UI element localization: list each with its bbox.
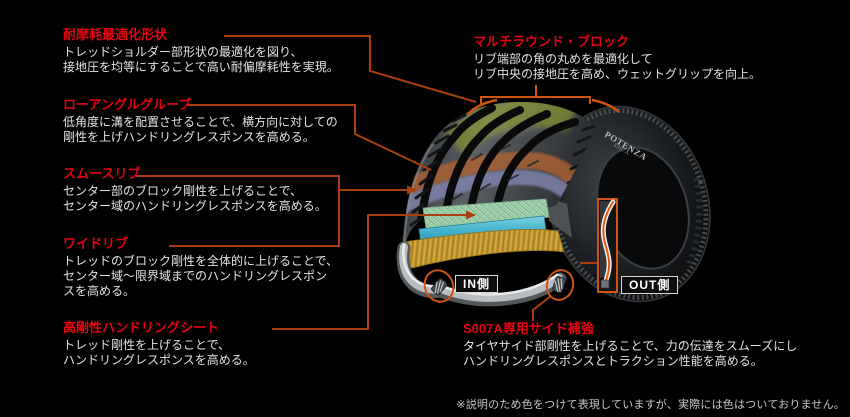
section-wide-rib: ワイドリブ トレッドのブロック剛性を全体的に上げることで、 センター域～限界域ま… [63,237,338,299]
section-line: ハンドリングレスポンスとトラクション性能を高める。 [463,354,763,368]
section-line: トレッドのブロック剛性を全体的に上げることで、 [63,254,339,268]
section-line: スを高める。 [63,284,136,298]
section-multi-round-block: マルチラウンド・ブロック リブ端部の角の丸めを最適化して リブ中央の接地圧を高め… [473,35,761,82]
section-line: タイヤサイド部剛性を上げることで、力の伝達をスムーズにし [463,339,798,353]
leader-line-smooth-wide-rib [136,175,340,247]
bead-left [431,278,448,296]
in-side-label: IN側 [455,275,499,293]
leader-line-wear-shape [224,35,477,103]
inner-liner [396,241,567,307]
sidewall-lettering-band [686,177,703,266]
sidewall-outer-edge [547,105,711,303]
bead-circle-right [545,269,575,301]
section-line: トレッド剛性を上げることで、 [63,338,231,352]
section-line: リブ端部の角の丸めを最適化して [473,52,653,66]
section-low-angle-groove: ローアングルグルーブ 低角度に溝を配置させることで、横方向に対しての 剛性を上げ… [63,98,338,145]
section-line: トレッドショルダー部形状の最適化を図り、 [63,45,303,59]
section-high-rigidity-handling-sheet: 高剛性ハンドリングシート トレッド剛性を上げることで、 ハンドリングレスポンスを… [63,321,255,368]
bead-circle-left [423,269,455,303]
section-s007a-side-reinforcement: S007A専用サイド補強 タイヤサイド部剛性を上げることで、力の伝達をスムーズに… [463,322,797,369]
section-line: ハンドリングレスポンスを高める。 [63,353,255,367]
leader-line-low-angle-groove [186,104,432,171]
out-side-label: OUT側 [621,276,679,294]
bead-right [552,275,567,294]
section-title: 高剛性ハンドリングシート [63,320,220,335]
shoulder-arc-left [467,98,498,115]
pointer-arrow-tread [407,185,417,195]
section-title: S007A専用サイド補強 [463,321,594,336]
section-title: 耐摩耗最適化形状 [63,27,168,42]
shoulder-arc-right [591,98,620,113]
section-line: センター域のハンドリングレスポンスを高める。 [63,199,327,213]
leader-line-side-reinforcement [532,295,552,321]
section-line: 剛性を上げハンドリングレスポンスを高める。 [63,130,315,144]
cut-face [546,197,572,238]
sidewall-section-bead [600,279,610,289]
section-wear-optimized-shape: 耐摩耗最適化形状 トレッドショルダー部形状の最適化を図り、 接地圧を均等にするこ… [63,28,339,75]
section-title: ワイドリブ [63,236,129,251]
pointer-arrow-cap-ply [466,210,476,220]
section-title: スムースリブ [63,166,141,181]
rib-sipes [451,144,539,201]
color-disclaimer-note: ※説明のため色をつけて表現していますが、実際には色はついておりません。 [456,399,845,411]
section-line: リブ中央の接地圧を高め、ウェットグリップを向上。 [473,67,762,81]
section-line: センター部のブロック剛性を上げることで、 [63,184,303,198]
section-title: ローアングルグルーブ [63,97,192,112]
tread-left-edge-highlight [403,143,434,251]
multi-round-bracket [480,85,591,104]
carcass-ply-layer [403,229,565,269]
section-title: マルチラウンド・ブロック [473,34,630,49]
section-line: 接地圧を均等にすることで高い耐偏摩耗性を実現。 [63,60,339,74]
sidewall-section-curve-core [602,201,614,285]
tire-illustration: POTENZA S007A [396,101,711,307]
leader-line-handling-sheet [272,214,467,330]
section-smooth-rib: スムースリブ センター部のブロック剛性を上げることで、 センター域のハンドリング… [63,167,327,214]
section-line: センター域～限界域までのハンドリングレスポン [63,269,328,283]
annotations [136,35,620,330]
section-line: 低角度に溝を配置させることで、横方向に対しての [63,115,338,129]
